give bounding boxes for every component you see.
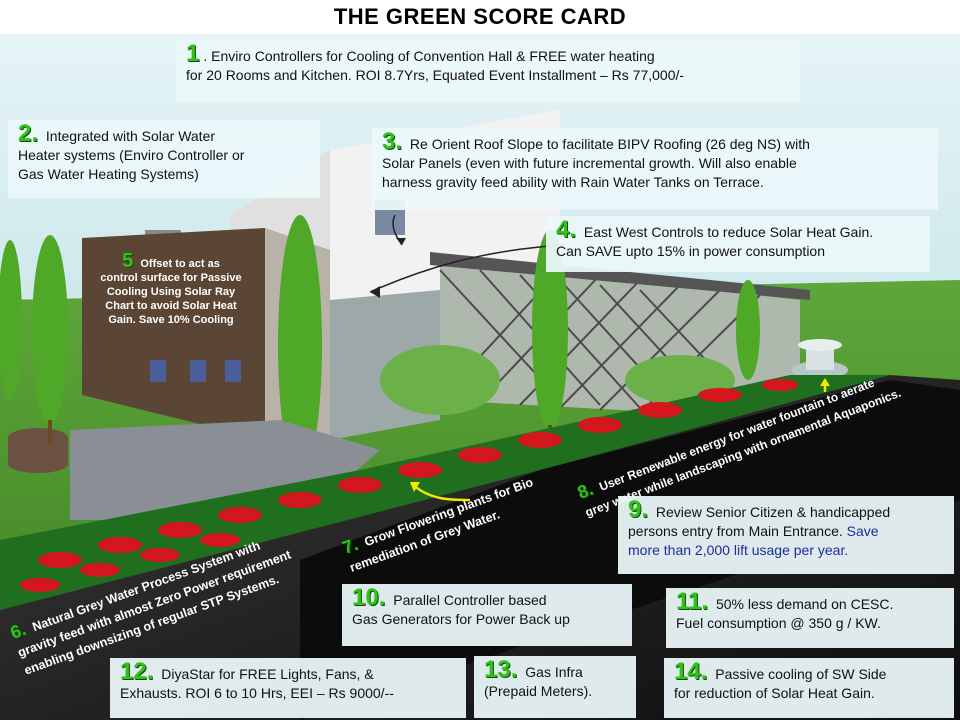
callout-line: Offset to act as <box>140 258 220 270</box>
callout-line: Heater systems (Enviro Controller or <box>18 147 245 163</box>
trees <box>0 215 760 475</box>
callout-line: Passive cooling of SW Side <box>715 666 887 682</box>
fountain-left <box>8 428 68 473</box>
callout-number: 14. <box>674 658 708 685</box>
callout-line: Exhausts. ROI 6 to 10 Hrs, EEI – Rs 9000… <box>120 685 394 701</box>
callout-line: (Prepaid Meters). <box>484 683 593 699</box>
callout-line: Chart to avoid Solar Heat <box>105 300 237 312</box>
callout-3: 3. Re Orient Roof Slope to facilitate BI… <box>372 128 938 210</box>
callout-11: 11. 50% less demand on CESC. Fuel consum… <box>666 588 954 648</box>
callout-number: 10. <box>352 584 386 611</box>
callout-line: Gas Generators for Power Back up <box>352 611 570 627</box>
callout-9: 9. Review Senior Citizen & handicapped p… <box>618 496 954 574</box>
callout-line: more than 2,000 lift usage per year. <box>628 542 849 558</box>
callout-10: 10. Parallel Controller based Gas Genera… <box>342 584 632 646</box>
callout-line: Can SAVE upto 15% in power consumption <box>556 243 826 259</box>
callout-line: Solar Panels (even with future increment… <box>382 155 797 171</box>
callout-2: 2. Integrated with Solar Water Heater sy… <box>8 120 320 198</box>
callout-4: 4. East West Controls to reduce Solar He… <box>546 216 930 272</box>
callout-line: Integrated with Solar Water <box>45 128 216 144</box>
offset-wall <box>82 228 265 440</box>
callout-13: 13. Gas Infra (Prepaid Meters). <box>474 656 636 718</box>
callout-line: Gas Water Heating Systems) <box>18 166 199 182</box>
callout-5: 5 Offset to act as control surface for P… <box>90 251 252 327</box>
callout-14: 14. Passive cooling of SW Side for reduc… <box>664 658 954 718</box>
callout-number: 4. <box>556 216 577 243</box>
flower-bed <box>0 375 890 610</box>
callout-line: Cooling Using Solar Ray <box>106 286 236 298</box>
callout-number: 3. <box>382 128 403 155</box>
callout-number: 9. <box>628 496 649 523</box>
callout-line: East West Controls to reduce Solar Heat … <box>583 224 874 240</box>
callout-line: for 20 Rooms and Kitchen. ROI 8.7Yrs, Eq… <box>186 67 685 83</box>
callout-line: Parallel Controller based <box>393 592 547 608</box>
callout-line: Gas Infra <box>525 664 583 680</box>
callout-number: 11. <box>676 588 709 615</box>
callout-line: 50% less demand on CESC. <box>715 596 894 612</box>
callout-line: Review Senior Citizen & handicapped <box>655 504 891 520</box>
callout-number: 2. <box>18 120 39 147</box>
page-title: THE GREEN SCORE CARD <box>333 4 627 29</box>
callout-number: 12. <box>120 658 154 685</box>
fountain-right <box>792 339 848 379</box>
callout-line: persons entry from Main Entrance. <box>628 523 843 539</box>
callout-12: 12. DiyaStar for FREE Lights, Fans, & Ex… <box>110 658 466 718</box>
callout-line: Gain. Save 10% Cooling <box>108 314 234 326</box>
callout-line: harness gravity feed ability with Rain W… <box>382 174 764 190</box>
callout-number: 5 <box>122 250 134 272</box>
callout-line: Re Orient Roof Slope to facilitate BIPV … <box>409 136 810 152</box>
callout-number: 1 <box>186 40 200 67</box>
callout-line: Fuel consumption @ 350 g / KW. <box>676 615 881 631</box>
callout-line: Enviro Controllers for Cooling of Conven… <box>211 48 655 64</box>
callout-line: for reduction of Solar Heat Gain. <box>674 685 875 701</box>
callout-number: 13. <box>484 656 518 683</box>
callout-line: control surface for Passive <box>100 272 242 284</box>
callout-line: DiyaStar for FREE Lights, Fans, & <box>161 666 374 682</box>
callout-line: Save <box>846 523 879 539</box>
callout-1: 1. Enviro Controllers for Cooling of Con… <box>176 40 800 102</box>
pointer-arrows <box>369 214 827 502</box>
